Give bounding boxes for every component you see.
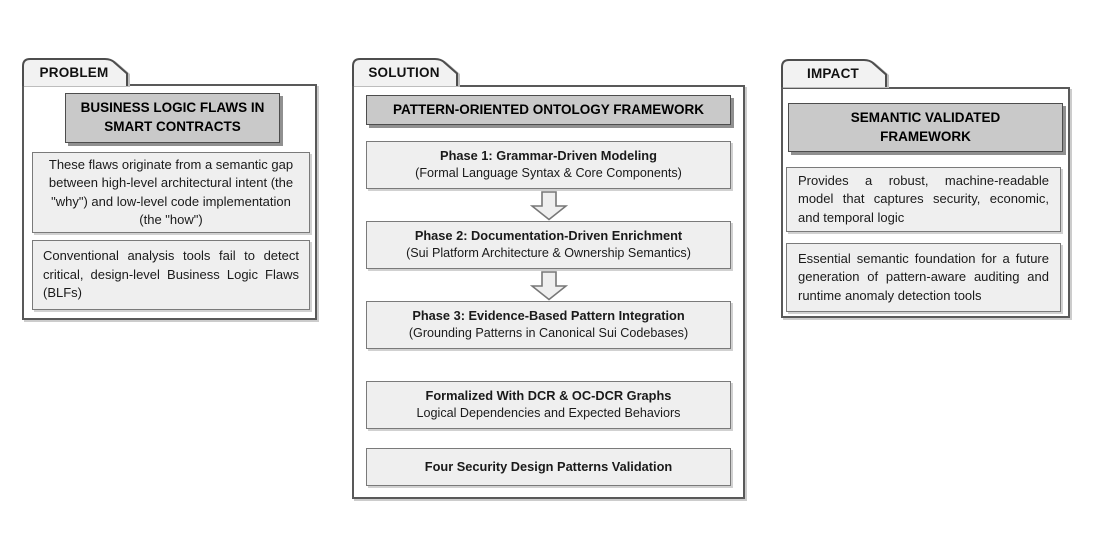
solution-tab: SOLUTION: [352, 56, 466, 86]
impact-box-model: Provides a robust, machine-readable mode…: [786, 167, 1061, 232]
problem-box-conventional-tools: Conventional analysis tools fail to dete…: [32, 240, 310, 310]
impact-header-box: SEMANTIC VALIDATED FRAMEWORK: [788, 103, 1063, 152]
formalized-title: Formalized With DCR & OC-DCR Graphs: [425, 387, 672, 403]
down-arrow-icon: [530, 191, 568, 221]
formalized-subtitle: Logical Dependencies and Expected Behavi…: [416, 406, 681, 421]
problem-box2-text: Conventional analysis tools fail to dete…: [43, 248, 299, 301]
problem-tab-label: PROBLEM: [39, 64, 109, 80]
solution-header-box: PATTERN-ORIENTED ONTOLOGY FRAMEWORK: [366, 95, 731, 125]
impact-box1-text: Provides a robust, machine-readable mode…: [798, 172, 1049, 225]
problem-box-semantic-gap: These flaws originate from a semantic ga…: [32, 152, 310, 233]
phase1-subtitle: (Formal Language Syntax & Core Component…: [415, 166, 682, 181]
solution-phase1-box: Phase 1: Grammar-Driven Modeling (Formal…: [366, 141, 731, 189]
folder-tab-shape: [352, 58, 458, 86]
solution-formalized-box: Formalized With DCR & OC-DCR Graphs Logi…: [366, 381, 731, 429]
folder-tab-shape: [22, 58, 128, 86]
problem-header-box: BUSINESS LOGIC FLAWS IN SMART CONTRACTS: [65, 93, 280, 143]
problem-box1-text: These flaws originate from a semantic ga…: [48, 156, 294, 227]
folder-tab-shape: [781, 59, 887, 87]
solution-tab-label: SOLUTION: [368, 64, 440, 80]
down-arrow-icon: [530, 271, 568, 301]
impact-box2-text: Essential semantic foundation for a futu…: [798, 250, 1049, 303]
impact-box-foundation: Essential semantic foundation for a futu…: [786, 243, 1061, 312]
solution-validation-box: Four Security Design Patterns Validation: [366, 448, 731, 486]
phase3-title: Phase 3: Evidence-Based Pattern Integrat…: [412, 307, 685, 323]
phase2-subtitle: (Sui Platform Architecture & Ownership S…: [406, 246, 691, 261]
impact-tab-label: IMPACT: [807, 65, 859, 81]
solution-phase2-box: Phase 2: Documentation-Driven Enrichment…: [366, 221, 731, 269]
validation-text: Four Security Design Patterns Validation: [424, 458, 673, 474]
phase3-subtitle: (Grounding Patterns in Canonical Sui Cod…: [408, 326, 689, 341]
phase1-title: Phase 1: Grammar-Driven Modeling: [440, 147, 657, 163]
solution-phase3-box: Phase 3: Evidence-Based Pattern Integrat…: [366, 301, 731, 349]
impact-tab: IMPACT: [781, 57, 895, 87]
problem-tab: PROBLEM: [22, 56, 136, 86]
phase2-title: Phase 2: Documentation-Driven Enrichment: [414, 227, 683, 243]
